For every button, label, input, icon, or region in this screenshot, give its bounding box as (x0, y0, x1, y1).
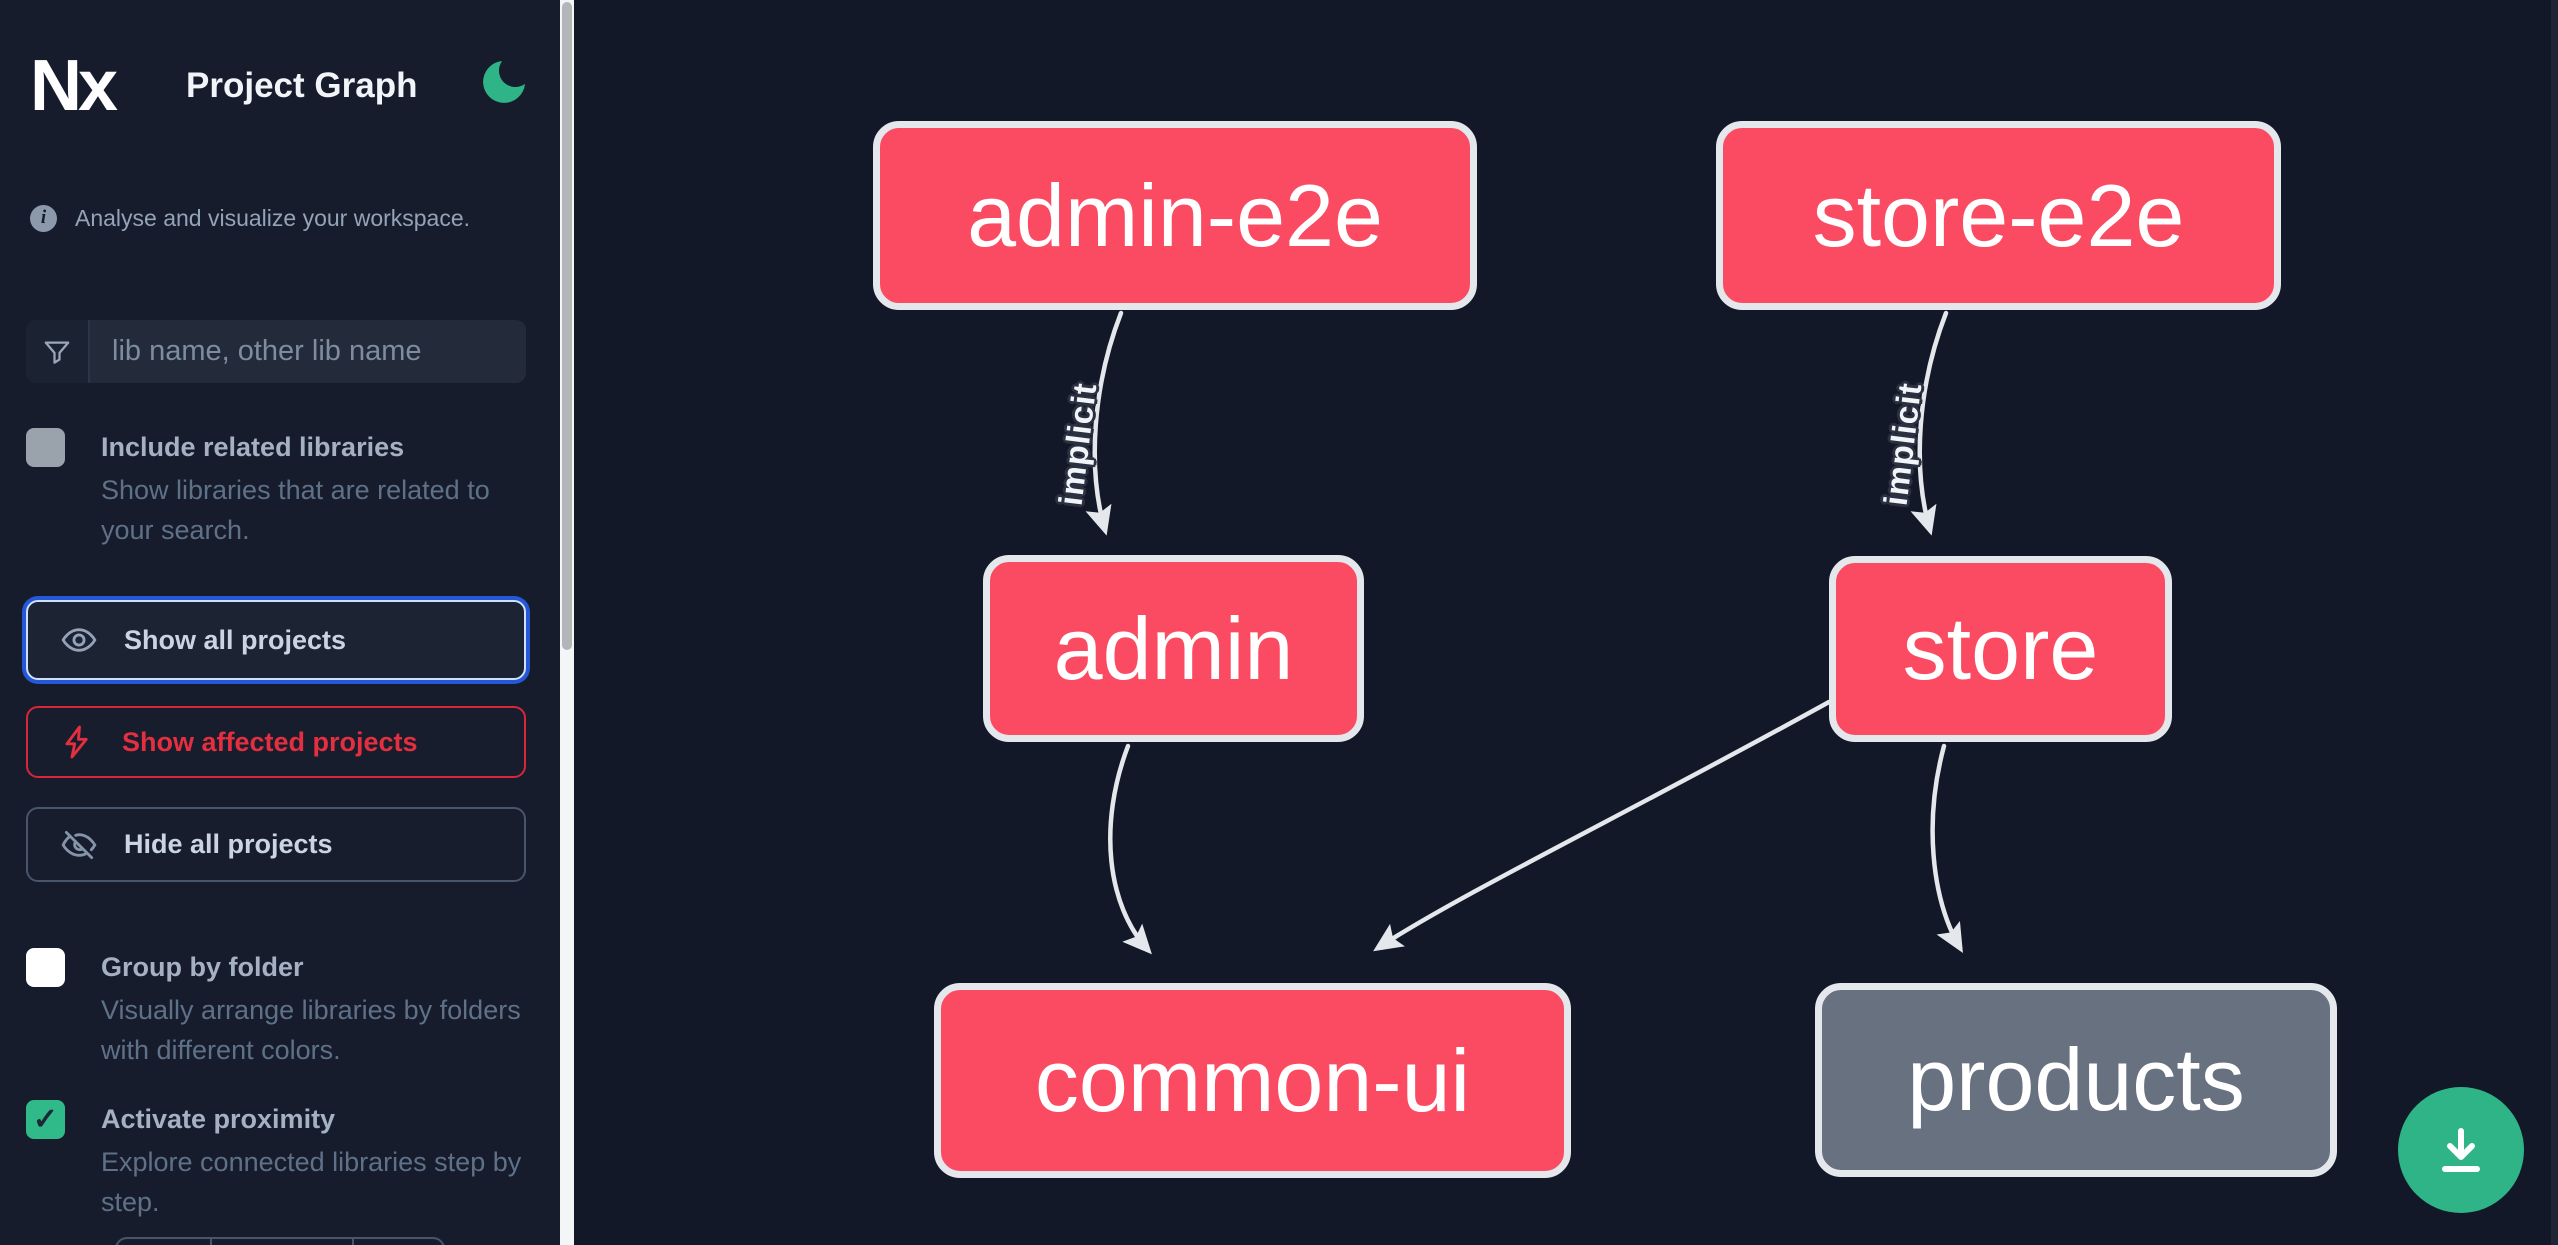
stepper-divider (352, 1239, 354, 1245)
hide-all-projects-button[interactable]: Hide all projects (26, 807, 526, 882)
download-image-button[interactable] (2398, 1087, 2524, 1213)
eye-icon (61, 628, 97, 652)
edge-store-common-ui (1373, 699, 1832, 952)
filter-funnel-icon (44, 341, 70, 364)
info-text: Analyse and visualize your workspace. (75, 204, 471, 231)
option-label: Activate proximity (101, 1104, 336, 1134)
graph-node-admin[interactable]: admin (983, 555, 1364, 742)
download-icon (2442, 1128, 2480, 1172)
edge-store-e2e-store (1910, 310, 1949, 536)
info-icon: i (30, 204, 57, 232)
show-affected-projects-button[interactable]: Show affected projects (26, 706, 526, 778)
option-group-by-folder: Group by folder Visually arrange librari… (26, 946, 536, 1070)
graph-node-store[interactable]: store (1829, 556, 2172, 742)
nx-logo: Nx (30, 46, 118, 126)
group-by-folder-checkbox[interactable] (26, 948, 65, 987)
node-label: products (1907, 1030, 2245, 1129)
filter-icon-cell (26, 320, 90, 383)
option-activate-proximity: ✓ Activate proximity Explore connected l… (26, 1098, 536, 1222)
graph-node-products[interactable]: products (1815, 983, 2337, 1177)
option-description: Visually arrange libraries by folders wi… (101, 995, 521, 1065)
node-label: admin (1053, 598, 1294, 698)
workspace-info: i Analyse and visualize your workspace. (30, 200, 530, 236)
stepper-divider (210, 1239, 212, 1245)
project-search (26, 320, 526, 383)
node-label: admin-e2e (967, 165, 1383, 265)
edge-admin-common-ui (1108, 743, 1152, 955)
theme-toggle-button[interactable] (476, 54, 532, 110)
node-label: common-ui (1034, 1030, 1471, 1130)
node-label: store (1902, 599, 2099, 698)
edge-store-products (1930, 743, 1963, 954)
proximity-stepper-partial[interactable] (115, 1237, 445, 1245)
search-input[interactable] (90, 320, 526, 383)
sidebar-scrollbar[interactable] (560, 0, 574, 1245)
option-description: Explore connected libraries step by step… (101, 1147, 522, 1217)
graph-node-common-ui[interactable]: common-ui (934, 983, 1571, 1178)
option-description: Show libraries that are related to your … (101, 475, 490, 545)
option-label: Include related libraries (101, 432, 405, 462)
activate-proximity-checkbox[interactable]: ✓ (26, 1100, 65, 1139)
option-label: Group by folder (101, 952, 304, 982)
node-label: store-e2e (1812, 165, 2185, 265)
eye-off-icon (61, 830, 97, 859)
sidebar-header: Nx Project Graph (30, 36, 530, 136)
option-include-related: Include related libraries Show libraries… (26, 426, 536, 550)
sidebar: Nx Project Graph i Analyse and visualize… (0, 0, 560, 1245)
moon-icon (483, 61, 525, 103)
graph-node-admin-e2e[interactable]: admin-e2e (873, 121, 1477, 310)
button-label: Hide all projects (124, 829, 333, 859)
edge-admin-e2e-admin (1085, 310, 1124, 536)
page-title: Project Graph (186, 66, 418, 105)
button-label: Show affected projects (122, 726, 418, 757)
page-scrollbar[interactable] (2551, 0, 2558, 1245)
button-label: Show all projects (124, 624, 347, 655)
include-related-checkbox[interactable] (26, 428, 65, 467)
graph-node-store-e2e[interactable]: store-e2e (1716, 121, 2281, 310)
show-all-projects-button[interactable]: Show all projects (26, 600, 526, 680)
lightning-bolt-icon (65, 725, 88, 759)
sidebar-scrollbar-thumb[interactable] (562, 2, 572, 650)
